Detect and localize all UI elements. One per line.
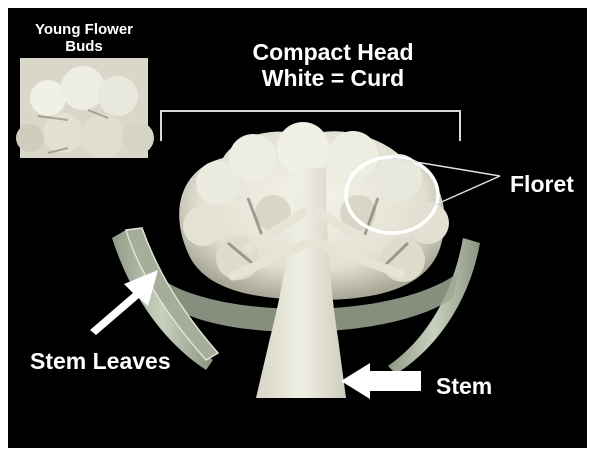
stem-leaves-arrow <box>90 270 158 335</box>
inset-caption-line-1: Young Flower <box>16 21 152 38</box>
compact-head-title: Compact Head White = Curd <box>218 39 448 92</box>
floret-label: Floret <box>510 171 574 197</box>
inset-photo <box>16 58 154 158</box>
title-line-2: White = Curd <box>218 65 448 91</box>
inset-caption: Young Flower Buds <box>16 21 152 56</box>
title-line-1: Compact Head <box>218 39 448 65</box>
stem-leaves-label: Stem Leaves <box>30 348 171 374</box>
stem-label: Stem <box>436 373 492 399</box>
diagram-frame: Compact Head White = Curd Young Flower B… <box>8 8 587 448</box>
stem-arrow <box>341 363 421 399</box>
inset-caption-line-2: Buds <box>16 38 152 55</box>
